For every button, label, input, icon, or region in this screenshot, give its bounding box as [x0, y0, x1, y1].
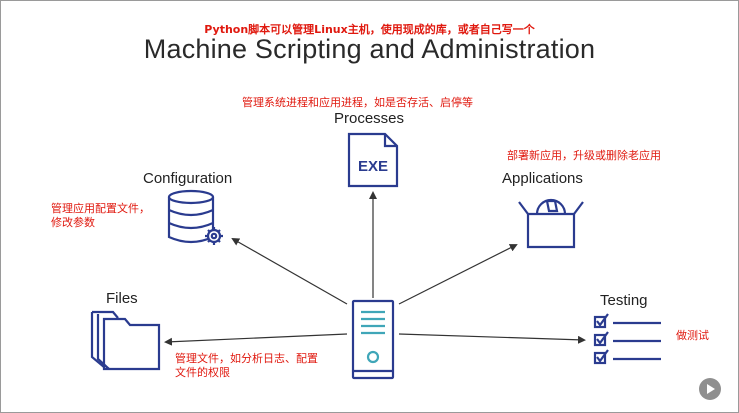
configuration-label: Configuration: [143, 170, 233, 187]
configuration-note-line2: 修改参数: [51, 216, 95, 229]
processes-label: Processes: [334, 110, 405, 127]
processes-note: 管理系统进程和应用进程，如是否存活、启停等: [242, 96, 473, 109]
arrow-to-applications: [398, 244, 518, 305]
arrow-to-files: [164, 333, 348, 346]
folder-files-icon: [90, 310, 161, 371]
checklist-icon: [593, 313, 661, 365]
applications-note: 部署新应用，升级或删除老应用: [507, 149, 661, 162]
testing-label: Testing: [600, 292, 648, 309]
database-gear-icon: [167, 189, 223, 245]
arrow-to-testing: [398, 333, 586, 344]
testing-note: 做测试: [676, 329, 709, 342]
slide-title: Machine Scripting and Administration: [143, 34, 596, 64]
arrow-to-configuration: [231, 238, 348, 305]
server-icon: [351, 299, 395, 380]
files-note-line1: 管理文件，如分析日志、配置: [175, 352, 318, 365]
note-top: Python脚本可以管理Linux主机，使用现成的库，或者自己写一个: [204, 23, 535, 36]
play-icon[interactable]: [699, 378, 721, 400]
files-label: Files: [106, 290, 138, 307]
files-note-line2: 文件的权限: [175, 366, 230, 379]
connector-arrows: [164, 191, 586, 346]
application-box-icon: [518, 198, 584, 249]
configuration-note-line1: 管理应用配置文件，: [51, 202, 150, 215]
exe-file-icon: [347, 132, 399, 188]
applications-label: Applications: [502, 170, 583, 187]
exe-icon-text: EXE: [358, 158, 388, 175]
